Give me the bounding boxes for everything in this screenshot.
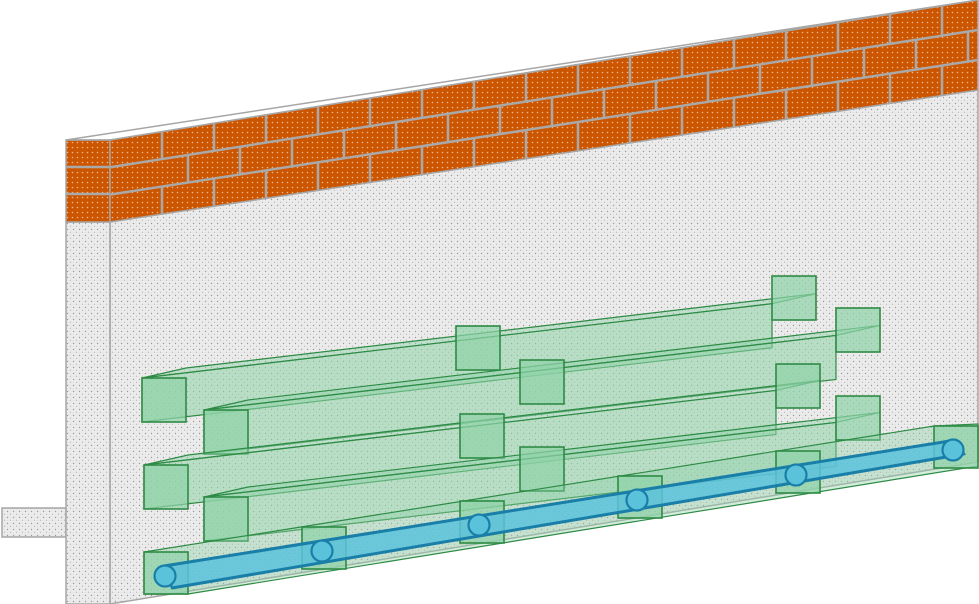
wall-end-face	[65, 221, 111, 604]
beam-end-block	[771, 275, 817, 321]
drain-pipe	[153, 438, 966, 590]
pipe-joint	[941, 438, 965, 462]
pipe-joint	[310, 539, 334, 563]
pipe-joint	[467, 513, 491, 537]
beam-end-block	[455, 325, 501, 371]
beam-end-block	[141, 377, 187, 423]
mortar-course-line	[110, 58, 978, 196]
beam-end-block	[519, 359, 565, 405]
beam-end-block	[459, 413, 505, 459]
pipe-joint	[153, 564, 177, 588]
mortar-course-line	[110, 28, 978, 169]
brick-coping-end	[66, 140, 110, 222]
beam-end-block	[203, 409, 249, 455]
beam-end-block	[143, 464, 189, 510]
brick-coping	[110, 0, 978, 222]
beam-end-block	[203, 496, 249, 542]
pipe-joint	[784, 463, 808, 487]
beam-end-block	[519, 446, 565, 492]
beam-end-block	[775, 363, 821, 409]
pipe-joint	[625, 488, 649, 512]
beam-end-block	[835, 395, 881, 441]
beam-end-block	[835, 307, 881, 353]
